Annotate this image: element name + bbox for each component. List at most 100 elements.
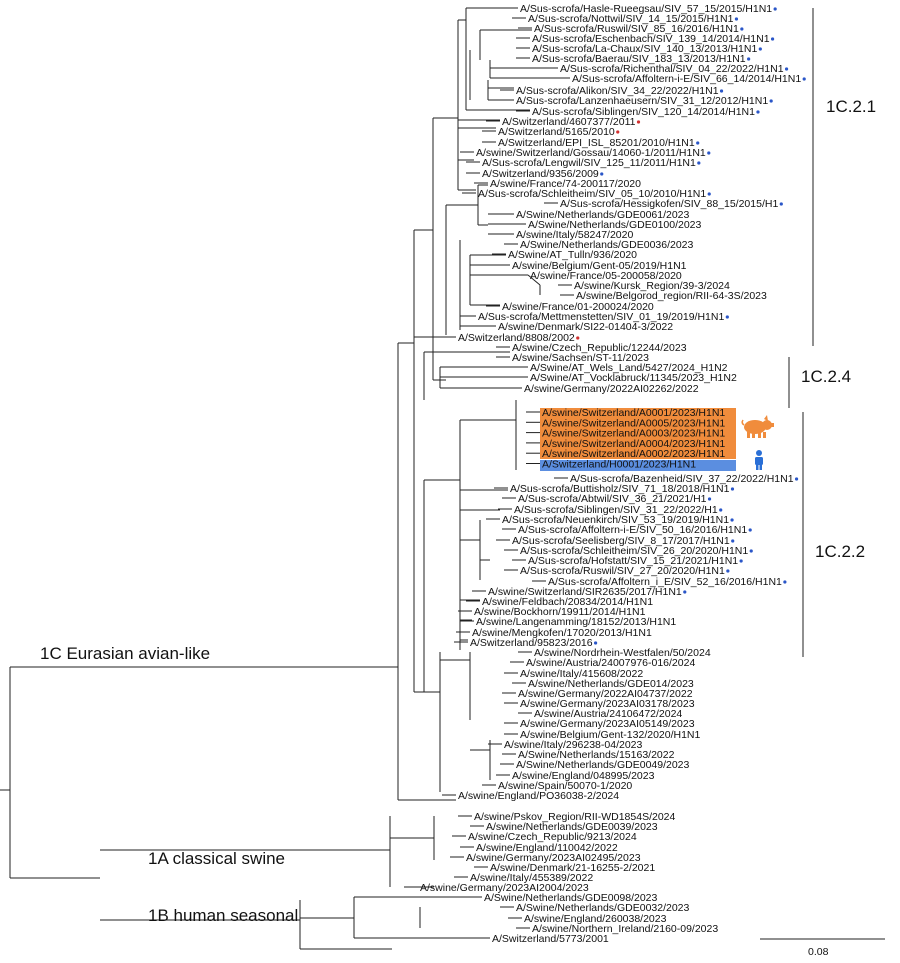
leaf-label: A/Sus-scrofa/Nottwil/SIV_14_15/2015/H1N1 xyxy=(528,13,734,25)
leaf-marker xyxy=(697,161,701,165)
leaf-label: A/swine/Belgium/Gent-05/2019/H1N1 xyxy=(512,260,687,272)
leaf-label: A/swine/Switzerland/A0003/2023/H1N1 xyxy=(542,428,725,440)
leaf-label: A/swine/Switzerland/A0001/2023/H1N1 xyxy=(542,407,725,419)
leaf-label: A/swine/Denmark/SI22-01404-3/2022 xyxy=(498,321,673,333)
leaf-marker xyxy=(726,569,730,573)
leaf-label: A/Sus-scrofa/Ruswil/SIV_27_20/2020/H1N1 xyxy=(520,565,725,577)
leaf-label: A/Sus-scrofa/Bazenheid/SIV_37_22/2022/H1… xyxy=(570,473,794,485)
leaf-label: A/swine/Germany/2022AI02262/2022 xyxy=(524,383,699,395)
leaf-label: A/swine/Italy/455389/2022 xyxy=(470,872,593,884)
leaf-marker xyxy=(779,202,783,206)
leaf-label: A/swine/Belgorod_region/RII-64-3S/2023 xyxy=(576,290,767,302)
leaf-label: A/Switzerland/5165/2010 xyxy=(498,126,615,138)
leaf-label: A/Swine/Netherlands/GDE0061/2023 xyxy=(516,209,690,221)
subclade-label-1c22: 1C.2.2 xyxy=(815,542,865,561)
clade-label-1c: 1C Eurasian avian-like xyxy=(40,644,210,663)
leaf-label: A/swine/Switzerland/SIR2635/2017/H1N1 xyxy=(488,586,682,598)
leaf-label: A/Swine/Netherlands/15163/2022 xyxy=(518,749,675,761)
leaf-label: A/swine/Switzerland/A0004/2023/H1N1 xyxy=(542,438,725,450)
leaf-label: A/swine/Germany/2023AI2004/2023 xyxy=(420,882,589,894)
leaf-marker xyxy=(616,130,620,134)
leaf-marker xyxy=(783,580,787,584)
subclade-1c24: 1C.2.4 xyxy=(788,357,851,408)
leaf-label: A/swine/Czech_Republic/9213/2024 xyxy=(468,831,637,843)
leaf-label: A/Sus-scrofa/Affoltern-i-E/SIV_66_14/201… xyxy=(572,73,801,85)
leaf-marker xyxy=(770,37,775,41)
subclade-label-1c21: 1C.2.1 xyxy=(826,97,876,116)
leaf-marker xyxy=(731,539,735,543)
leaf-label: A/swine/Nordrhein-Westfalen/50/2024 xyxy=(534,647,711,659)
leaf-marker xyxy=(739,559,743,563)
leaf-marker xyxy=(600,172,604,176)
leaf-label: A/swine/France/74-200117/2020 xyxy=(490,178,641,190)
leaf-label: A/Sus-scrofa/Siblingen/SIV_31_22/2022/H1 xyxy=(514,504,718,516)
leaf-label: A/Sus-scrofa/Alikon/SIV_34_22/2022/H1N1 xyxy=(516,85,719,97)
leaf-label: A/swine/Germany/2023AI03178/2023 xyxy=(520,698,695,710)
leaf-label: A/swine/Denmark/21-16255-2/2021 xyxy=(490,862,655,874)
leaf-markers xyxy=(576,7,806,645)
leaf-marker xyxy=(707,192,711,196)
leaf-label: A/swine/England/048995/2023 xyxy=(512,770,655,782)
leaf-label: A/swine/Germany/2022AI04737/2022 xyxy=(518,688,693,700)
leaf-label: A/swine/England/260038/2023 xyxy=(524,913,667,925)
leaf-label: A/Sus-scrofa/Neuenkirch/SIV_53_19/2019/H… xyxy=(502,514,729,526)
leaf-label: A/Sus-scrofa/Eschenbach/SIV_139_14/2014/… xyxy=(532,33,770,45)
leaf-label: A/Switzerland/5773/2001 xyxy=(492,933,609,945)
leaf-marker xyxy=(740,27,744,31)
leaf-marker xyxy=(756,110,760,114)
leaf-label: A/Swine/Netherlands/GDE0032/2023 xyxy=(516,902,690,914)
leaf-label: A/swine/Pskov_Region/RII-WD1854S/2024 xyxy=(474,811,676,823)
leaf-marker xyxy=(773,7,777,11)
swine-highlight-box xyxy=(540,408,736,459)
leaf-marker xyxy=(784,67,789,71)
leaf-label: A/Switzerland/8808/2002 xyxy=(458,332,575,344)
leaf-marker xyxy=(748,528,752,532)
leaf-label: A/Sus-scrofa/Hessigkofen/SIV_88_15/2015/… xyxy=(560,198,778,210)
leaf-label: A/Sus-scrofa/Siblingen/SIV_120_14/2014/H… xyxy=(532,106,755,118)
leaf-label: A/swine/Switzerland/A0002/2023/H1N1 xyxy=(542,448,725,460)
clade-label-1b: 1B human seasonal xyxy=(148,906,298,925)
leaf-label: A/Sus-scrofa/Schleitheim/SIV_26_20/2020/… xyxy=(520,545,748,557)
leaf-label: A/Switzerland/95823/2016 xyxy=(470,637,593,649)
leaf-label: A/swine/Switzerland/Gossau/14060-1/2011/… xyxy=(476,147,706,159)
leaf-marker xyxy=(593,641,598,645)
leaf-label: A/Swine/Netherlands/GDE0036/2023 xyxy=(520,239,694,251)
leaf-marker xyxy=(707,497,712,501)
leaf-marker xyxy=(576,336,580,340)
leaf-marker xyxy=(730,518,734,522)
leaf-marker xyxy=(758,47,762,51)
leaf-label: A/swine/Germany/2023AI02495/2023 xyxy=(466,852,641,864)
leaf-label: A/swine/Austria/24106472/2024 xyxy=(534,708,682,720)
leaf-label: A/swine/Sachsen/ST-11/2023 xyxy=(512,352,649,364)
leaf-marker xyxy=(749,549,753,553)
leaf-label: A/Sus-scrofa/Hofstatt/SIV_15_21/2021/H1N… xyxy=(528,555,738,567)
leaf-label: A/swine/Netherlands/GDE014/2023 xyxy=(528,678,694,690)
highlight-layer xyxy=(540,408,736,471)
leaf-marker xyxy=(696,141,700,145)
clade-label-1a: 1A classical swine xyxy=(148,849,285,868)
leaf-label: A/Switzerland/H0001/2023/H1N1 xyxy=(542,459,696,471)
leaf-label: A/swine/Feldbach/20834/2014/H1N1 xyxy=(482,596,653,608)
leaf-label: A/Sus-scrofa/Schleitheim/SIV_05_10/2010/… xyxy=(478,188,706,200)
leaf-label: A/swine/Czech_Republic/12244/2023 xyxy=(512,342,687,354)
leaf-label: A/swine/Kursk_Region/39-3/2024 xyxy=(574,280,730,292)
leaf-label: A/swine/France/01-200024/2020 xyxy=(502,301,654,313)
leaf-label: A/Sus-scrofa/Abtwil/SIV_36_21/2021/H1 xyxy=(518,493,707,505)
leaf-label: A/swine/Belgium/Gent-132/2020/H1N1 xyxy=(520,729,701,741)
tree-branches xyxy=(0,7,574,950)
leaf-label: A/swine/Spain/50070-1/2020 xyxy=(498,780,632,792)
leaf-label: A/Sus-scrofa/Mettmenstetten/SIV_01_19/20… xyxy=(478,311,724,323)
leaf-label: A/Sus-scrofa/Affoltern-i-E/SIV_50_16/201… xyxy=(518,524,747,536)
leaf-label: A/swine/Italy/296238-04/2023 xyxy=(504,739,643,751)
leaf-labels: A/Sus-scrofa/Hasle-Rueegsau/SIV_57_15/20… xyxy=(420,3,801,945)
scale-bar: 0.08 xyxy=(760,938,885,958)
subclade-1c22: 1C.2.2 xyxy=(802,412,865,657)
leaf-label: A/swine/Langenamming/18152/2013/H1N1 xyxy=(476,616,676,628)
leaf-label: A/swine/Bockhorn/19911/2014/H1N1 xyxy=(474,606,646,618)
leaf-label: A/Sus-scrofa/Richenthal/SIV_04_22/2022/H… xyxy=(560,63,784,75)
leaf-label: A/Switzerland/EPI_ISL_85201/2010/H1N1 xyxy=(498,137,695,149)
leaf-label: A/Swine/Netherlands/GDE0049/2023 xyxy=(516,759,690,771)
leaf-label: A/Sus-scrofa/Ruswil/SIV_85_16/2016/H1N1 xyxy=(534,23,739,35)
leaf-marker xyxy=(707,151,711,155)
